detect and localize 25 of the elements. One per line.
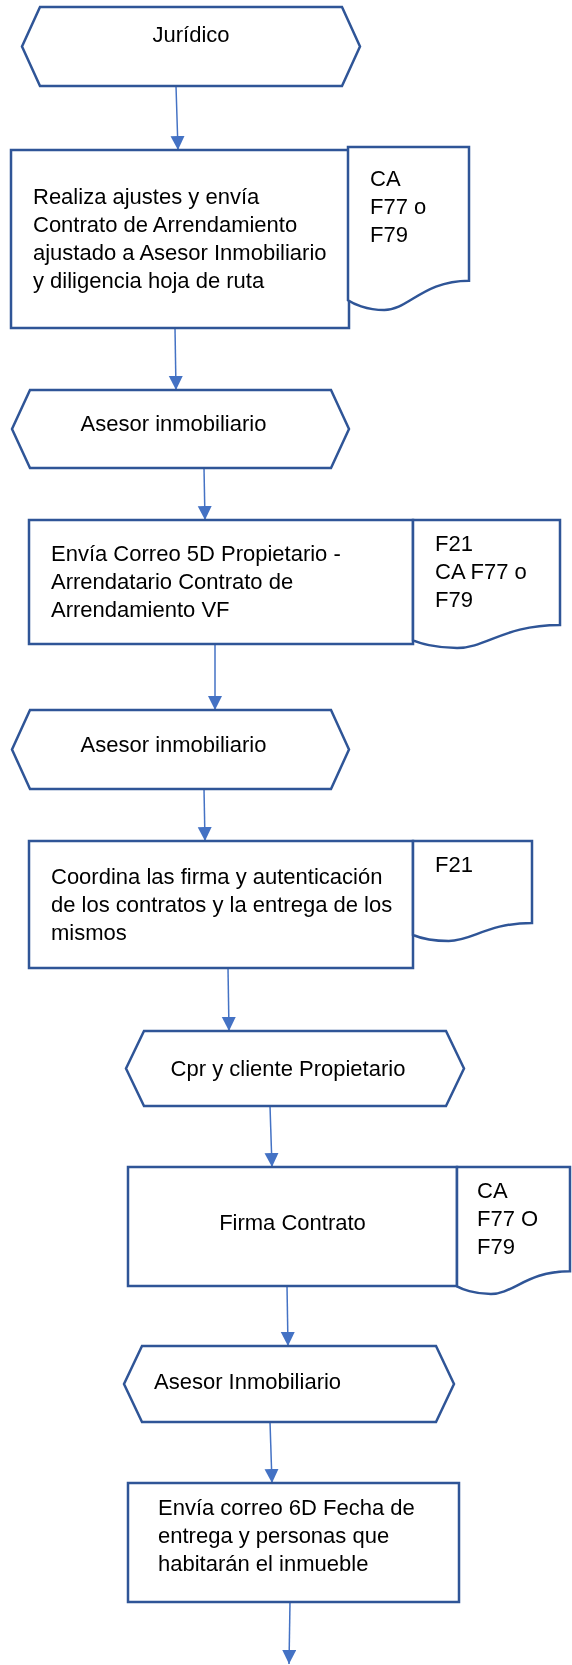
document-text: F21	[435, 851, 474, 879]
actor-label: Asesor inmobiliario	[80, 730, 267, 759]
document-text: CA F77 o F79	[370, 165, 428, 249]
actor-hexagon	[22, 7, 360, 86]
document-shape	[348, 147, 469, 310]
process-text: Envía Correo 5D Propietario - Arrendatario Contrato de Arrendamiento VF	[51, 540, 342, 624]
actor-label: Cpr y cliente Propietario	[170, 1054, 406, 1083]
process-text: Envía correo 6D Fecha de entrega y personas que habitarán el inmueble	[158, 1493, 416, 1578]
actor-label: Asesor Inmobiliario	[154, 1368, 342, 1396]
actor-hexagon	[126, 1031, 464, 1106]
document-shape	[413, 520, 560, 648]
document-text: F21	[435, 530, 474, 558]
document-shape	[457, 1167, 570, 1294]
document-text: CA F77 o F79	[435, 558, 528, 614]
actor-label: Jurídico	[152, 21, 230, 49]
process-text: Coordina las firma y autenticación de los contratos y la entrega de los mismos	[51, 862, 394, 947]
actor-hexagon	[124, 1346, 454, 1422]
document-text: CA F77 O F79	[477, 1177, 540, 1261]
actor-label: Asesor inmobiliario	[80, 410, 267, 438]
document-shape	[413, 841, 532, 941]
process-box	[128, 1483, 459, 1602]
actor-hexagon	[12, 390, 349, 468]
actor-hexagon	[12, 710, 349, 789]
process-text: Firma Contrato	[219, 1208, 366, 1237]
process-text: Realiza ajustes y envía Contrato de Arrendamiento ajustado a Asesor Inmobiliario y diligencia hoja de ruta	[33, 183, 328, 295]
